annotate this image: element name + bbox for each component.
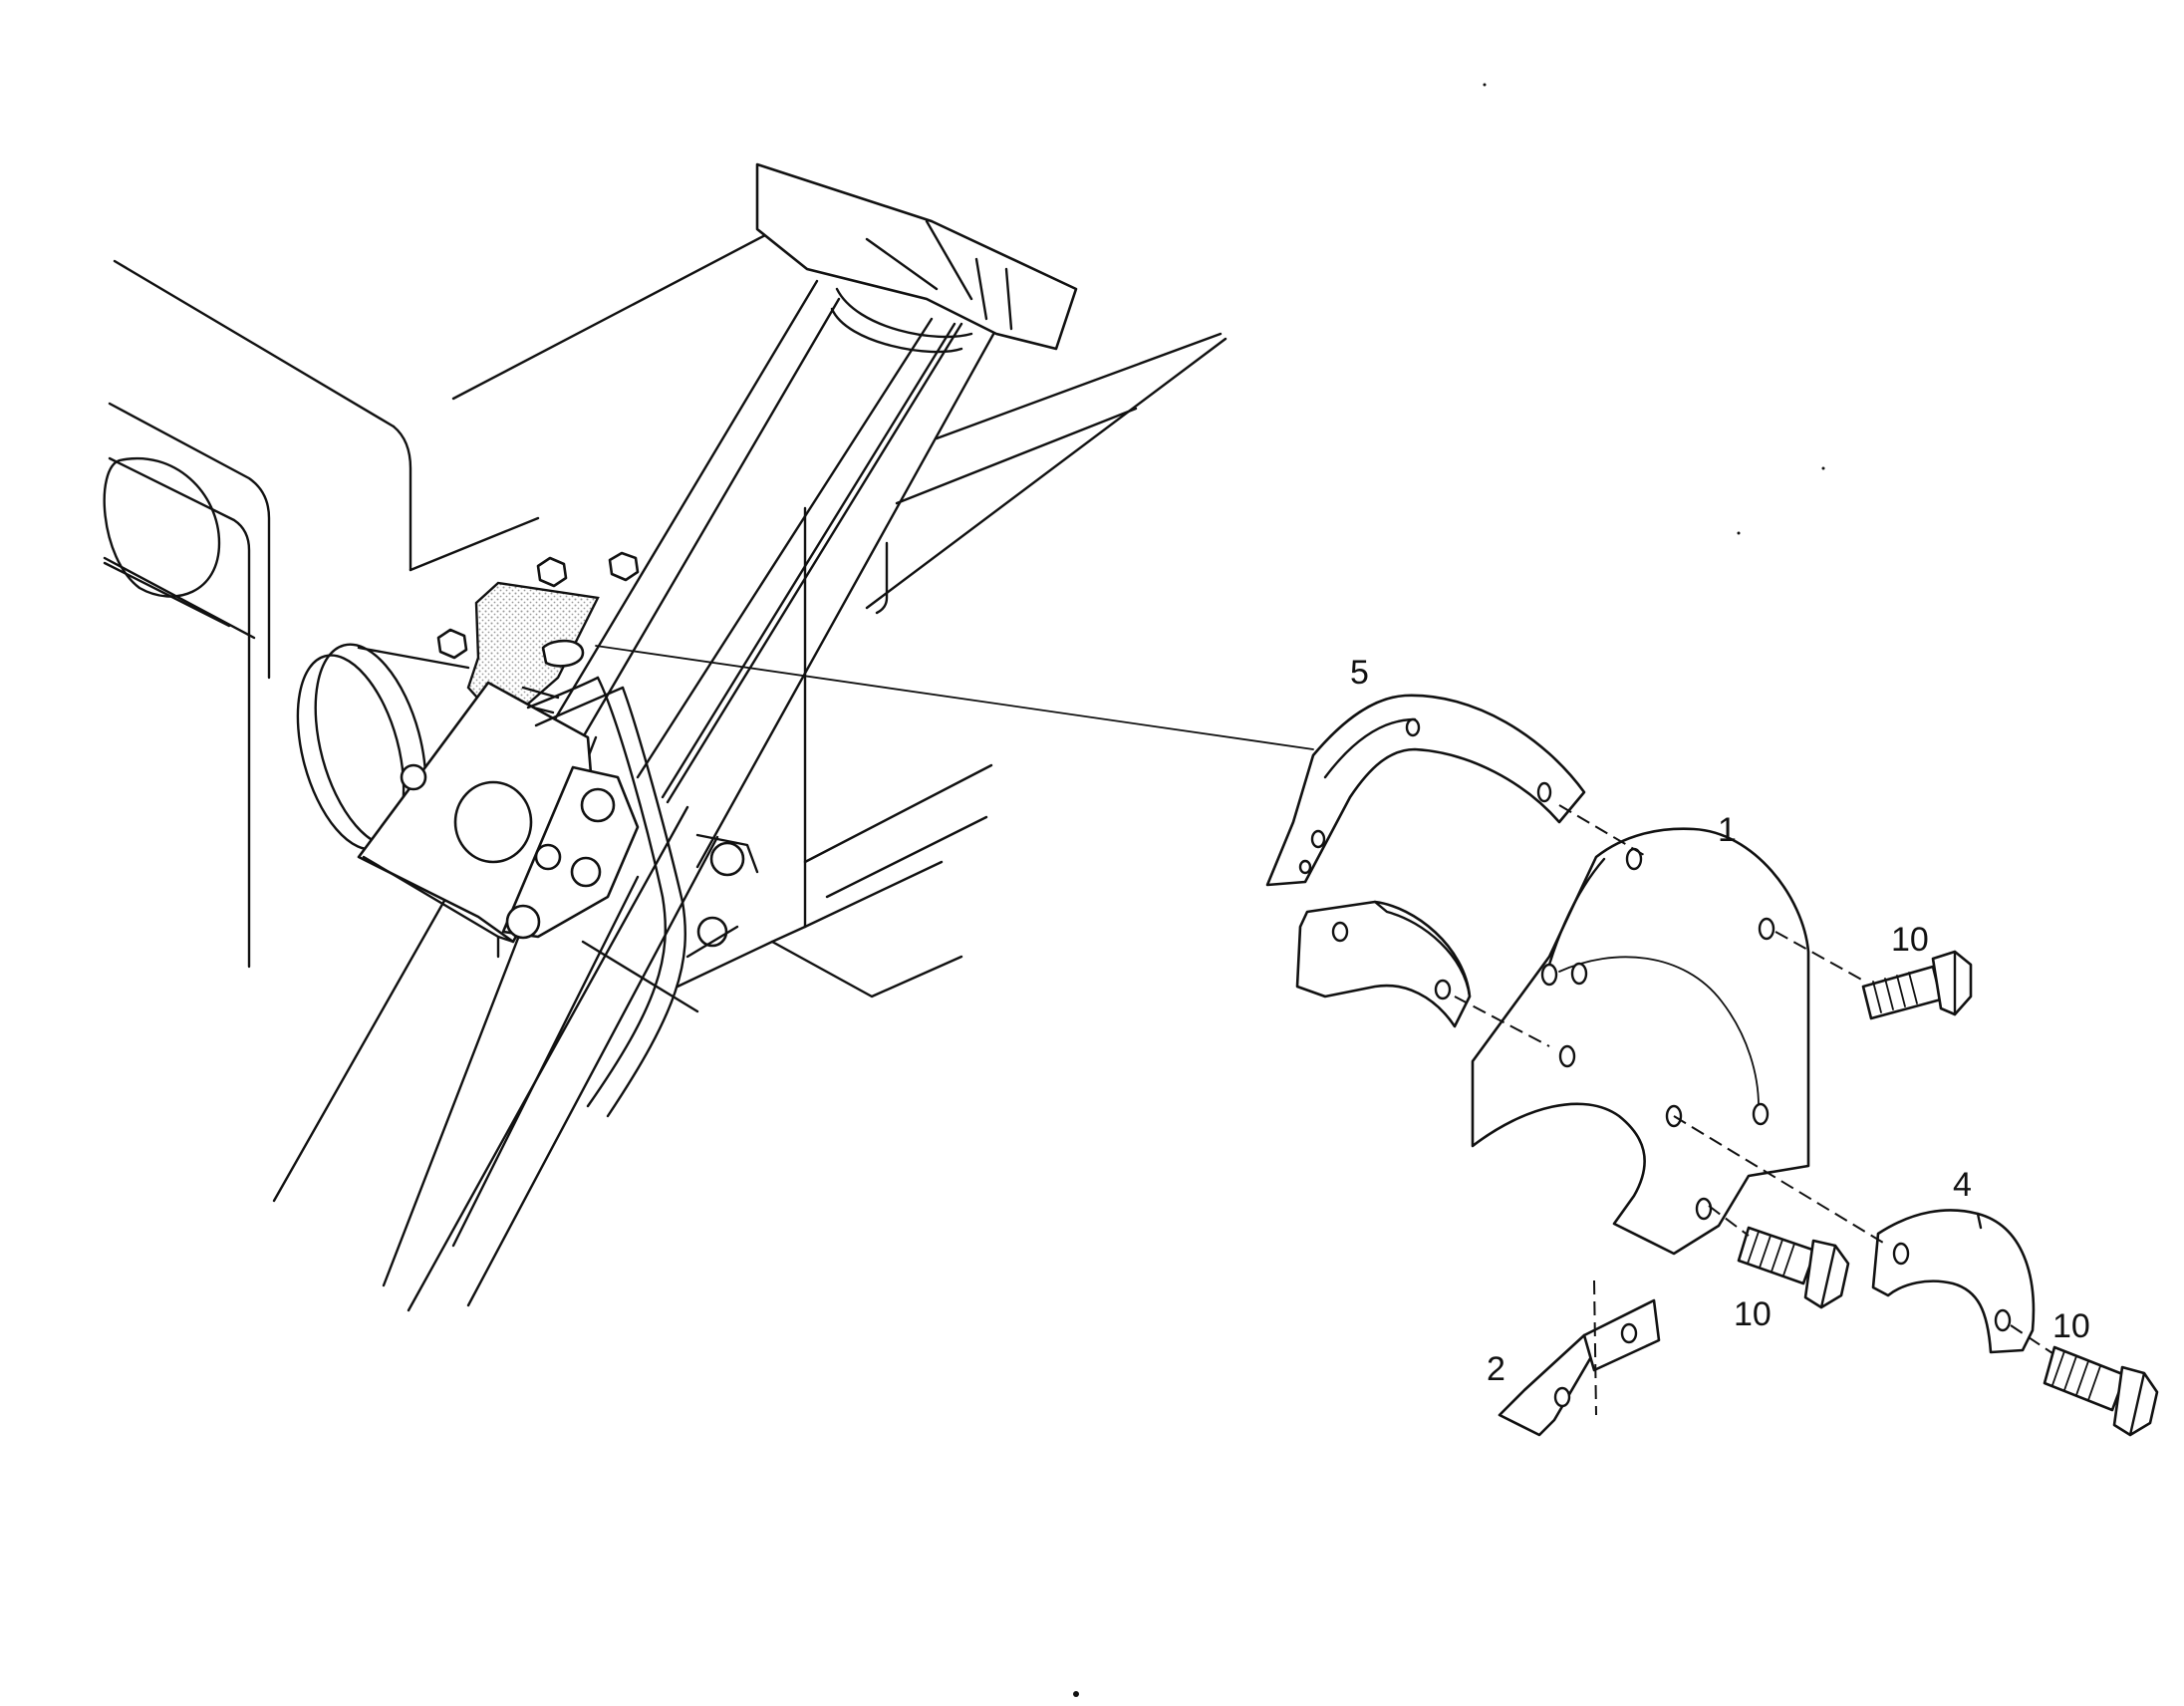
callout-bolt-top: 10 xyxy=(1891,921,1929,959)
assembly-lines xyxy=(1454,804,2053,1416)
hydraulic-pipe xyxy=(526,676,686,1118)
part-2-small-bracket xyxy=(1498,1298,1661,1437)
callout-bolt-middle: 10 xyxy=(1734,1295,1772,1333)
callout-part-1: 1 xyxy=(1718,811,1737,849)
column-cap xyxy=(755,162,1078,354)
mounting-area-highlight xyxy=(466,581,600,714)
steering-column xyxy=(272,279,998,1312)
exploded-parts: 5 1 10 4 10 10 2 xyxy=(1073,83,2159,1697)
pump-housing xyxy=(296,643,759,1013)
part-5-upper-curved-plate xyxy=(1265,694,1586,887)
scan-specks xyxy=(1073,83,1825,1697)
part-4-curved-block xyxy=(1871,1209,2036,1354)
bolt-heads xyxy=(436,551,640,660)
bolt-bottom xyxy=(2043,1345,2159,1437)
machine-frame xyxy=(103,232,1228,998)
spacer-block-upper xyxy=(1295,900,1472,1028)
machine-assembly xyxy=(103,162,1314,1312)
callout-bolt-bottom: 10 xyxy=(2052,1307,2090,1345)
leader-line xyxy=(595,645,1314,750)
callouts: 5 1 10 4 10 10 2 xyxy=(1350,654,2090,1388)
callout-part-4: 4 xyxy=(1953,1166,1972,1204)
callout-part-5: 5 xyxy=(1350,654,1369,692)
callout-part-2: 2 xyxy=(1487,1350,1505,1388)
part-1-main-plate xyxy=(1471,827,1810,1256)
bolt-top xyxy=(1861,950,1973,1020)
bolt-middle xyxy=(1737,1226,1850,1309)
